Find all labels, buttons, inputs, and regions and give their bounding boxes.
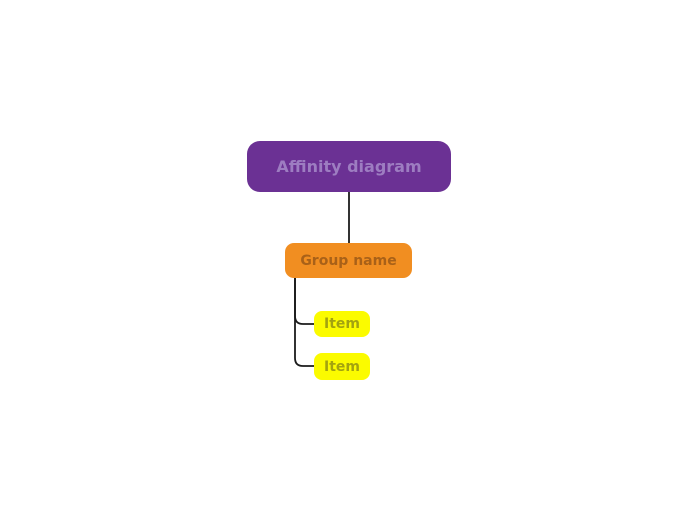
node-group-label: Group name [300, 252, 397, 269]
node-item-1-label: Item [324, 316, 360, 332]
connector-group-to-item-2 [294, 276, 316, 367]
node-group-name[interactable]: Group name [285, 243, 412, 278]
node-root-affinity-diagram[interactable]: Affinity diagram [247, 141, 451, 192]
node-root-label: Affinity diagram [276, 157, 422, 176]
node-item-2[interactable]: Item [314, 353, 370, 380]
node-item-2-label: Item [324, 358, 360, 375]
connector-group-to-item-1 [294, 276, 316, 325]
node-item-1[interactable]: Item [314, 311, 370, 337]
